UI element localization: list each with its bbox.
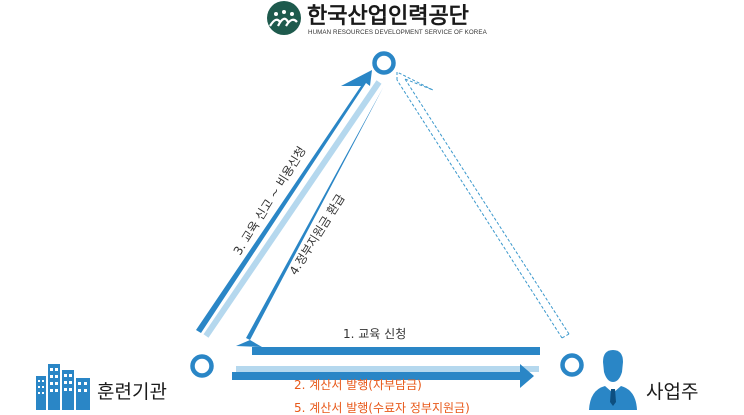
- node-label-employer: 사업주: [646, 381, 698, 403]
- arrow-edu-application: [252, 347, 540, 355]
- label-invoice-support: 5. 계산서 발행(수료자 정부지원금): [294, 400, 470, 415]
- label-edu-application: 1. 교육 신청: [343, 327, 406, 341]
- arrow-to-hrd: [196, 70, 372, 333]
- node-employer-circle: [560, 353, 584, 377]
- node-label-training: 훈련기관: [97, 381, 167, 403]
- buildings-icon: [36, 364, 90, 410]
- arrow-refund: [246, 86, 384, 340]
- node-training-circle: [190, 354, 214, 378]
- logo-subtitle: HUMAN RESOURCES DEVELOPMENT SERVICE OF K…: [308, 29, 488, 36]
- light-left-stroke: [203, 80, 382, 338]
- node-hrd-circle: [372, 51, 396, 75]
- label-invoice-self: 2. 계산서 발행(자부담금): [294, 377, 422, 392]
- people-emblem-icon: [267, 1, 301, 35]
- hrdk-logo: 한국산업인력공단 HUMAN RESOURCES DEVELOPMENT SER…: [267, 1, 488, 36]
- person-icon: [589, 350, 637, 410]
- arrow-refund-head: [236, 340, 262, 347]
- arrow-invoice: [232, 364, 534, 388]
- logo-title: 한국산업인력공단: [307, 4, 469, 29]
- dashed-arrow: [396, 71, 570, 339]
